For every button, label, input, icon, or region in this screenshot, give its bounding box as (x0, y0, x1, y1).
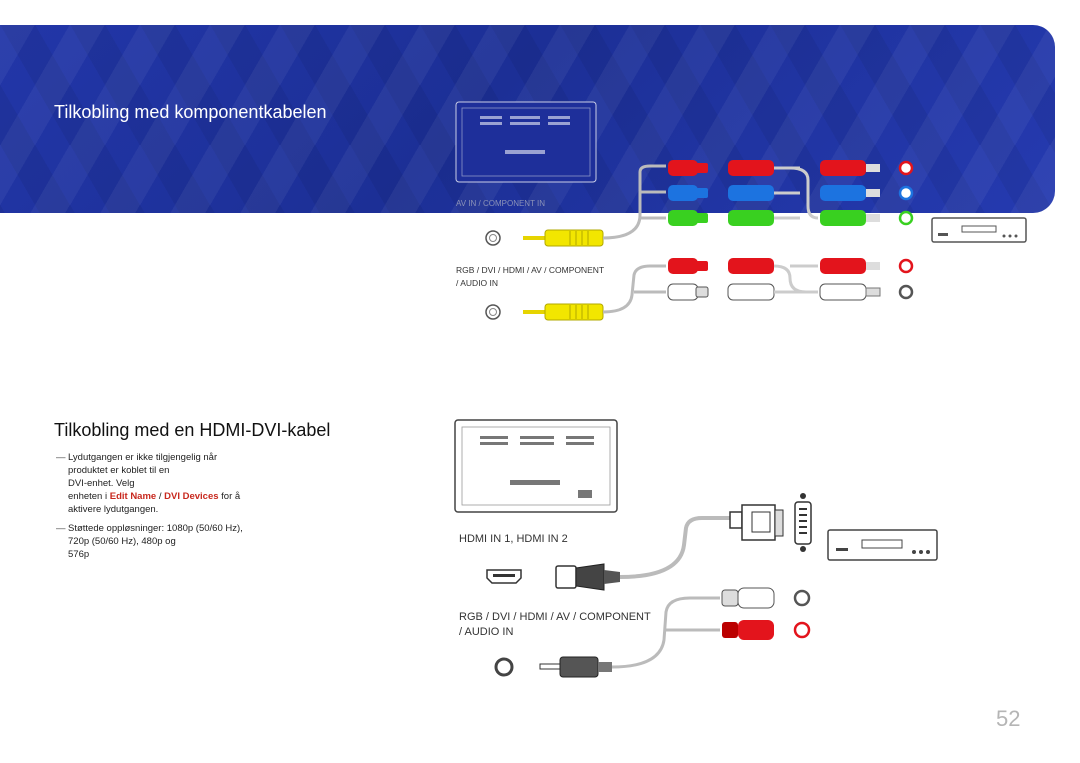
device-jacks-audio (898, 258, 914, 300)
hdmi-plug (555, 563, 620, 591)
audio-jack-icon (494, 657, 514, 677)
note-line: Støttede oppløsninger: 1080p (50/60 Hz),… (68, 523, 243, 547)
note-dvi-audio: ― Lydutgangen er ikke tilgjengelig når p… (56, 451, 246, 516)
monitor-back-panel-1 (455, 101, 597, 183)
audio-rca-plugs-2 (721, 587, 775, 640)
label-audio-in-1b: / AUDIO IN (456, 278, 498, 288)
device-jacks-component (898, 160, 914, 226)
dvd-player-icon-2 (827, 529, 938, 561)
port-av-in-icon (485, 230, 501, 246)
yellow-audio-plug (523, 303, 604, 321)
audio-cable-right-plugs (727, 258, 775, 301)
label-audio-in-1a: RGB / DVI / HDMI / AV / COMPONENT (456, 265, 604, 275)
device-audio-jacks-2 (793, 589, 811, 639)
note-line: Lydutgangen er ikke tilgjengelig når (68, 452, 218, 463)
page-number: 52 (996, 706, 1021, 731)
dvd-player-icon (931, 217, 1027, 243)
component-cable-left-plugs (668, 160, 708, 226)
note-line: DVI-enhet. Velg (68, 478, 135, 489)
section-title-hdmi-dvi: Tilkobling med en HDMI-DVI-kabel (54, 420, 331, 440)
component-cable-right-plugs (728, 160, 774, 226)
label-audio-in-2a: RGB / DVI / HDMI / AV / COMPONENT (459, 611, 651, 623)
note-line: aktivere lydutgangen. (68, 504, 159, 515)
label-av-component-in: AV IN / COMPONENT IN (456, 199, 545, 208)
port-audio-in-icon (485, 304, 501, 320)
label-hdmi-in: HDMI IN 1, HDMI IN 2 (459, 533, 568, 545)
dvi-port-icon (794, 493, 812, 552)
note-line: produktet er koblet til en (68, 465, 170, 476)
menu-edit-name: Edit Name (109, 491, 157, 502)
section-title-component: Tilkobling med komponentkabelen (54, 102, 327, 122)
yellow-av-plug (523, 229, 604, 247)
label-audio-in-2b: / AUDIO IN (459, 626, 513, 638)
note-line: 576p (68, 549, 90, 560)
component-cable-device-plugs (820, 160, 880, 226)
menu-dvi-devices: DVI Devices (164, 491, 219, 502)
note-dash: ― (56, 452, 66, 463)
monitor-back-panel-2 (454, 419, 618, 513)
note-line: enheten i Edit Name / DVI Devices for å (68, 491, 241, 502)
note-dash: ― (56, 523, 66, 534)
audio-cable-left-plugs (667, 258, 709, 301)
notes: ― Lydutgangen er ikke tilgjengelig når p… (56, 451, 246, 567)
audio-cable-device-plugs (819, 258, 881, 301)
note-resolutions: ― Støttede oppløsninger: 1080p (50/60 Hz… (56, 522, 246, 561)
stereo-mini-plug (539, 656, 612, 678)
hdmi-port-icon (486, 569, 522, 584)
dvi-plug (729, 504, 784, 541)
